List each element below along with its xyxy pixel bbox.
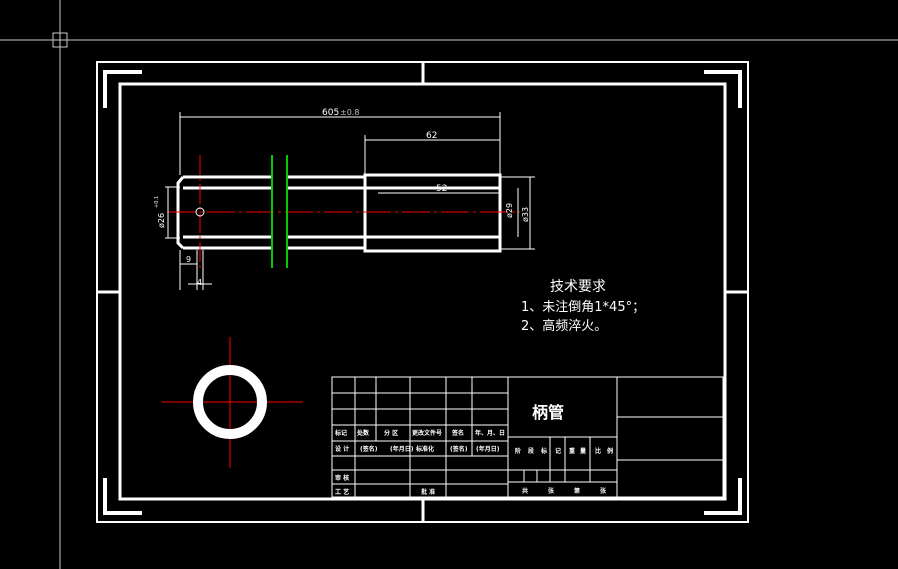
svg-text:量: 量 [580,447,586,455]
svg-text:标准化: 标准化 [415,445,434,453]
svg-text:审 核: 审 核 [335,474,349,482]
svg-text:(年月日): (年月日) [476,445,500,453]
part-name: 柄管 [532,403,564,422]
dim-dia29: ø29 [505,203,514,218]
svg-text:(签名): (签名) [360,445,378,453]
svg-text:阶: 阶 [515,447,521,455]
svg-text:工 艺: 工 艺 [335,488,349,496]
svg-text:设 计: 设 计 [335,445,349,453]
svg-text:记: 记 [555,447,561,455]
dim-4: 4 [197,278,202,287]
svg-text:第: 第 [573,487,580,495]
tech-req-item-2: 2、高频淬火。 [521,318,607,334]
svg-text:分 区: 分 区 [384,429,398,437]
svg-text:处数: 处数 [356,429,370,437]
corner-marks [103,70,742,515]
sheet-frame [96,61,749,523]
dim-9: 9 [186,255,191,264]
dim-52: 52 [436,184,447,194]
tech-req-item-1: 1、未注倒角1*45°； [521,300,645,315]
svg-text:更改文件号: 更改文件号 [412,429,442,437]
svg-text:(签名): (签名) [450,445,468,453]
title-block [331,376,724,498]
dim-overall: 605 [322,108,339,118]
svg-text:段: 段 [528,447,534,455]
dim-dia33: ø33 [521,207,530,222]
dimension-texts: 605 ±0.8 62 52 ø29 ø33 ø26 +0.1 9 4 [154,108,530,287]
dim-dia26: ø26 [157,213,166,228]
technical-requirements: 技术要求 1、未注倒角1*45°； 2、高频淬火。 [521,279,645,334]
tech-req-title: 技术要求 [550,279,606,295]
svg-text:年、月、日: 年、月、日 [475,429,505,437]
svg-text:标: 标 [540,447,547,455]
shaft-view [168,155,520,268]
dim-62: 62 [426,131,437,141]
svg-text:签名: 签名 [451,429,464,437]
svg-text:张: 张 [548,487,555,495]
title-block-text: 柄管 标记 处数 分 区 更改文件号 签名 年、月、日 设 计 (签名) (年月… [334,403,613,496]
svg-text:张: 张 [600,487,607,495]
dim-overall-tol: ±0.8 [340,108,359,117]
section-view [162,337,303,468]
dimensions [165,112,535,290]
svg-text:重: 重 [569,447,575,455]
svg-text:(年月日): (年月日) [390,445,414,453]
svg-text:比: 比 [595,447,601,455]
svg-text:共: 共 [522,487,528,495]
svg-text:例: 例 [607,447,613,455]
svg-text:标记: 标记 [334,429,347,437]
dim-dia26-tol: +0.1 [154,196,160,208]
svg-text:批 准: 批 准 [421,488,435,496]
